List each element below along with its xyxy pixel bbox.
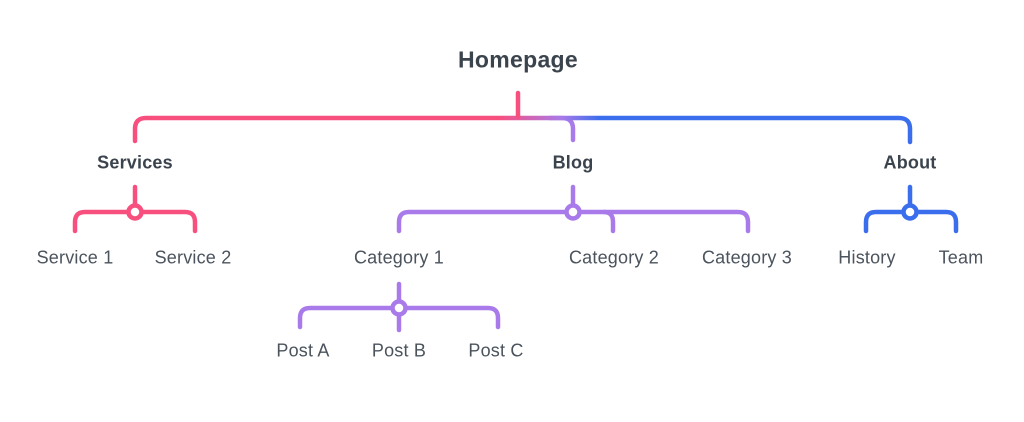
services-junction-node [126,203,144,221]
node-service-1: Service 1 [36,247,114,268]
category1-junction-node [390,299,408,317]
node-blog: Blog [552,152,594,173]
blog-branch-drop [547,115,576,143]
node-service-2: Service 2 [154,247,232,268]
node-category-2: Category 2 [568,247,660,268]
node-category-3: Category 3 [701,247,793,268]
node-post-b: Post B [371,340,427,361]
node-about: About [883,152,937,173]
blog-junction-node [564,203,582,221]
node-services: Services [97,152,173,173]
node-homepage: Homepage [458,46,578,73]
node-post-a: Post A [276,340,330,361]
node-category-1: Category 1 [353,247,445,268]
about-junction-node [901,203,919,221]
node-team: Team [938,247,984,268]
node-history: History [838,247,896,268]
node-post-c: Post C [468,340,524,361]
category2-drop [601,209,616,234]
main-branch-line [132,115,913,145]
